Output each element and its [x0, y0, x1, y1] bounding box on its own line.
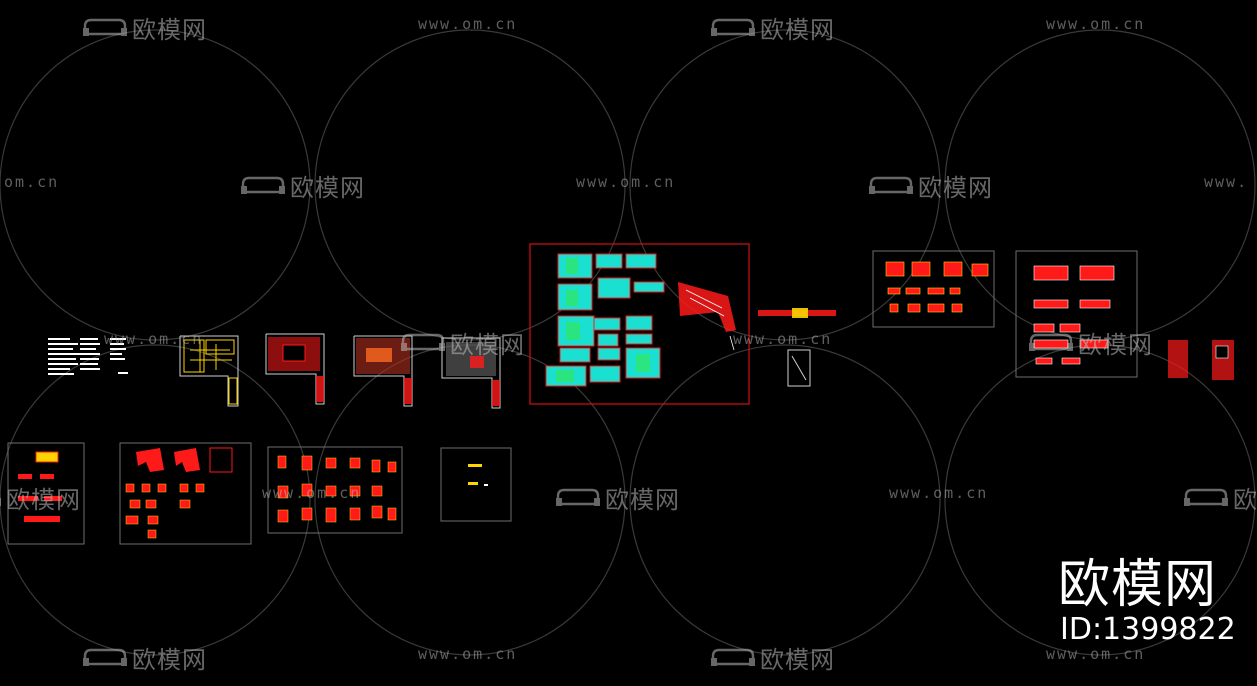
watermark-logo: 欧模网 — [400, 325, 525, 360]
watermark-logo-text: 欧模网 — [605, 486, 680, 514]
watermark-url: www.om.cn — [418, 15, 518, 33]
watermark-url: www.om.cn — [262, 484, 362, 502]
watermark-url: om.cn — [4, 173, 60, 191]
detail-sheet-highlighted[interactable] — [529, 243, 750, 405]
watermark-logo-text: 欧模网 — [1078, 331, 1153, 359]
watermark-logo-text: 欧模网 — [132, 16, 207, 44]
sofa-logo-icon — [401, 333, 445, 351]
watermark-url: www.om.cn — [1046, 15, 1146, 33]
section-strip[interactable] — [758, 308, 836, 387]
watermark-url: www.om.cn — [889, 484, 989, 502]
model-id-label: ID:1399822 — [1060, 612, 1236, 647]
watermark-url: www.om.cn — [1046, 645, 1146, 663]
sofa-logo-icon — [1184, 488, 1228, 506]
watermark-logo: 欧模网 — [555, 480, 680, 515]
detail-sheet-c[interactable] — [267, 446, 403, 534]
watermark-logo-text: 欧模网 — [918, 174, 993, 202]
sofa-logo-icon — [711, 18, 755, 36]
drawing-notes-block[interactable] — [48, 338, 128, 375]
watermark-logo-text: 欧模网 — [760, 16, 835, 44]
legend-sheet[interactable] — [440, 447, 512, 522]
detail-sheet-a[interactable] — [7, 442, 85, 545]
sofa-logo-icon — [869, 176, 913, 194]
watermark-logo: 欧模网 — [868, 168, 993, 203]
watermark-logo: 欧模网 — [710, 640, 835, 675]
watermark-logo: 欧模网 — [710, 10, 835, 45]
sofa-logo-icon — [556, 488, 600, 506]
watermark-logo-text: 欧模网 — [450, 331, 525, 359]
watermark-url: www.om.cn — [576, 173, 676, 191]
watermark-logo: 欧模网 — [1028, 325, 1153, 360]
watermark-url: www.om.cn — [104, 330, 204, 348]
sofa-logo-icon — [0, 493, 1, 506]
sofa-logo-icon — [1029, 333, 1073, 351]
sofa-logo-icon — [83, 18, 127, 36]
floor-plan-1[interactable] — [179, 335, 239, 407]
sofa-logo-icon — [711, 648, 755, 666]
watermark-logo: 欧模网 — [82, 640, 207, 675]
detail-sheet-b[interactable] — [119, 442, 252, 545]
watermark-logo-text: 欧模网 — [6, 486, 81, 514]
sofa-logo-icon — [83, 648, 127, 666]
watermark-logo: 欧模网 — [82, 10, 207, 45]
watermark-circles — [0, 29, 1256, 656]
floor-plan-2[interactable] — [265, 333, 325, 405]
watermark-url: www.om.cn — [418, 645, 518, 663]
watermark-url: www.om.cn — [733, 330, 833, 348]
watermark-logo-text: 欧模网 — [132, 646, 207, 674]
watermark-url: www. — [1204, 173, 1249, 191]
elevation-sheet-2[interactable] — [1015, 250, 1138, 378]
watermark-logo: 欧模网 — [240, 168, 365, 203]
watermark-logo: 欧模网 — [1183, 480, 1257, 515]
elevation-sheet-1[interactable] — [872, 250, 995, 328]
watermark-logo-text: 欧模网 — [1233, 486, 1257, 514]
watermark-logo: 欧模网 — [0, 480, 81, 515]
watermark-logo-text: 欧模网 — [760, 646, 835, 674]
brand-title: 欧模网 — [1058, 555, 1218, 615]
watermark-logo-text: 欧模网 — [290, 174, 365, 202]
sofa-logo-icon — [241, 176, 285, 194]
side-details[interactable] — [1168, 340, 1234, 380]
floor-plan-4[interactable] — [441, 337, 501, 409]
